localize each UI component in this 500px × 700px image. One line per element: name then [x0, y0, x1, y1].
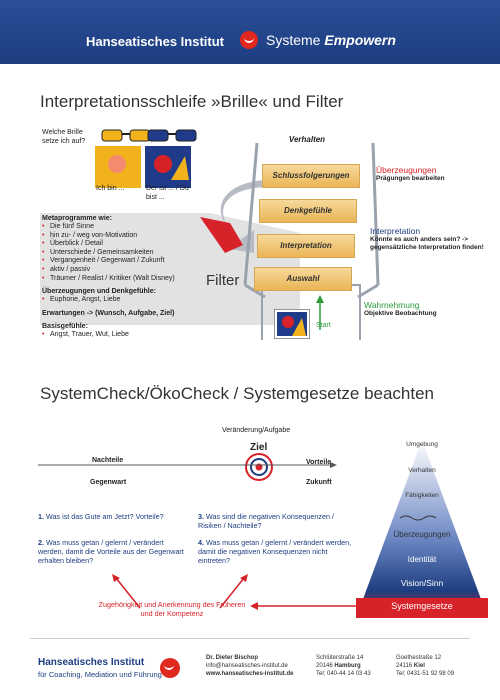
meta-heading: Metaprogramme wie: [42, 215, 113, 222]
start-label: Start [316, 322, 331, 329]
smiley-logo-icon [240, 31, 258, 49]
list-item: aktiv / passiv [42, 266, 222, 275]
check-item-1: 1. Was ist das Gute am Jetzt? Vorteile? [38, 512, 164, 521]
ladder-top-behaviour: Verhalten [262, 132, 352, 148]
ladder-rung-thought-feelings: Denkgefühle [259, 199, 357, 223]
pyramid-level-beliefs: Überzeugungen [393, 530, 451, 539]
perception-picture-icon [274, 309, 310, 339]
list-item: Träumer / Realist / Kritiker (Walt Disne… [42, 275, 222, 284]
expectations-text: Erwartungen -> (Wunsch, Aufgabe, Ziel) [42, 309, 175, 317]
perception-annotation: Wahrnehmung Objektive Beobachtung [364, 300, 437, 317]
beliefs-annotation: Überzeugungen Prägungen bearbeiten [376, 165, 445, 182]
pyramid-level-behaviour: Verhalten [408, 467, 436, 474]
basic-heading: Basisgefühle: [42, 322, 88, 330]
footer-divider [30, 638, 470, 639]
interpretation-annotation: Interpretation Könnte es auch anders sei… [370, 226, 484, 251]
other-caption: Der ist ... / Du bist ... [146, 185, 189, 201]
curved-arrow [220, 180, 270, 253]
goal-label: Ziel [250, 442, 268, 453]
list-item: Unterschiede / Gemeinsamkeiten [42, 249, 222, 258]
footer-brand: Hanseatisches Institut [38, 657, 145, 668]
advantages-right-label: Vorteile [306, 459, 332, 466]
brand-name: Hanseatisches Institut [86, 34, 224, 49]
list-item: Vergangenheit / Gegenwart / Zukunft [42, 257, 222, 266]
future-label: Zukunft [306, 479, 332, 486]
check-item-3: 3. Was sind die negativen Konsequenzen /… [198, 512, 334, 530]
beliefs-heading: Überzeugungen und Denkgefühle: [42, 288, 156, 296]
change-label: Veränderung/Aufgabe [222, 427, 291, 434]
footer-contact: Dr. Dieter Bischop info@hanseatisches-in… [206, 655, 294, 677]
pyramid-level-capabilities: Fähigkeiten [405, 492, 439, 499]
drawbacks-left-label: Nachteile [92, 457, 124, 464]
other-portrait-icon [145, 146, 191, 188]
list-item: hin zu- / weg von-Motivation [42, 232, 222, 241]
pyramid-level-identity: Identität [407, 555, 437, 564]
footer-address-hamburg: Schlüterstraße 14 20146 Hamburg Tel: 040… [316, 655, 371, 677]
check-item-2: 2. Was muss getan / gelernt / verändert … [38, 538, 184, 565]
self-caption: Ich bin ... [96, 185, 125, 192]
section2-title: SystemCheck/ÖkoCheck / Systemgesetze bea… [40, 384, 435, 403]
list-item: Angst, Trauer, Wut, Liebe [42, 331, 222, 340]
list-item: Euphorie, Angst, Liebe [42, 296, 222, 305]
footer-address-kiel: Goethestraße 12 24116 Kiel Tel: 0431-51 … [396, 655, 455, 677]
pyramid-level-environment: Umgebung [406, 441, 438, 448]
filter-label: Filter [206, 272, 240, 289]
red-arrows [112, 574, 370, 610]
list-item: Die fünf Sinne [42, 223, 222, 232]
ladder-rung-interpretation: Interpretation [257, 234, 355, 258]
timeline-axis [38, 462, 337, 468]
footer-website-link[interactable]: www.hanseatisches-institut.de [206, 671, 294, 677]
section1-title: Interpretationsschleife »Brille« und Fil… [40, 92, 344, 111]
meta-list: Die fünf Sinnehin zu- / weg von-Motivati… [42, 223, 222, 283]
pyramid-level-system-laws: Systemgesetze [391, 601, 453, 611]
blue-glasses-icon [147, 129, 197, 142]
ladder-rung-selection: Auswahl [254, 267, 352, 291]
glasses-question: Welche Brille setze ich auf? [42, 129, 86, 145]
beliefs-list: Euphorie, Angst, Liebe [42, 296, 222, 305]
target-icon [245, 453, 273, 481]
footer-smiley-logo-icon [160, 658, 180, 678]
basic-list: Angst, Trauer, Wut, Liebe [42, 331, 222, 340]
present-label: Gegenwart [90, 479, 127, 486]
meta-block: Metaprogramme wie: Die fünf Sinnehin zu-… [42, 214, 222, 339]
bottom-note: Zugehörigkeit und Anerkennung des Früher… [98, 600, 246, 618]
pyramid-level-vision: Vision/Sinn [400, 578, 444, 588]
brand-tagline: Systeme Empowern [266, 32, 396, 48]
check-item-4: 4. Was muss getan / gelernt / verändert … [198, 538, 352, 565]
footer-subtitle: für Coaching, Mediation und Führung [38, 670, 162, 679]
levels-pyramid [356, 440, 488, 618]
list-item: Überblick / Detail [42, 240, 222, 249]
self-portrait-icon [95, 146, 141, 188]
ladder-rung-conclusions: Schlussfolgerungen [262, 164, 360, 188]
